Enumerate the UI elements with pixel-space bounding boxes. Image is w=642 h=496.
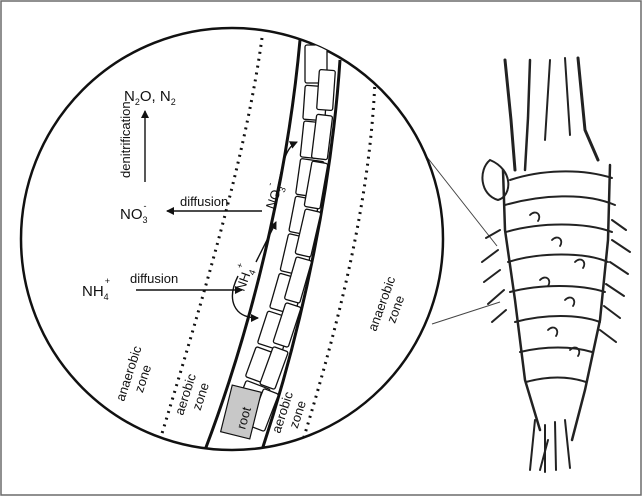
zoom-line-bottom [432,302,500,324]
root-sketch [482,58,630,472]
label-diffusion-bottom: diffusion [130,271,178,286]
label-denitrification: denitrification [118,101,133,178]
label-diffusion-top: diffusion [180,194,228,209]
magnified-view: N2O, N2 denitrification NO3- diffusion N… [21,28,443,450]
